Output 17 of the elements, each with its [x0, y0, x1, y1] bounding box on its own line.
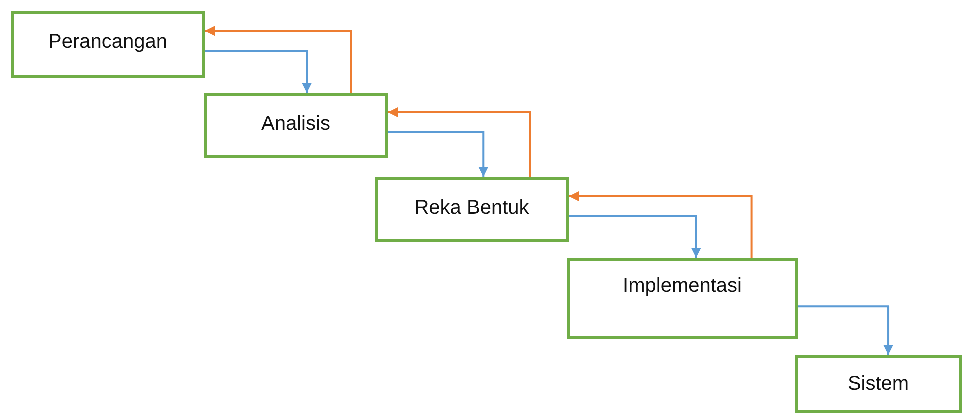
box-label: Sistem: [848, 373, 910, 396]
process-box: [795, 355, 962, 413]
box-label: Reka Bentuk: [414, 197, 530, 220]
process-box: [11, 11, 205, 78]
connector-arrow: [205, 26, 352, 93]
box-label: Perancangan: [48, 31, 168, 54]
connector-arrow: [569, 215, 702, 258]
box-label: Implementasi: [623, 275, 742, 298]
box-label: Analisis: [262, 113, 330, 136]
connector-arrow: [388, 131, 489, 177]
connector-arrow: [205, 50, 312, 93]
connector-arrow: [388, 108, 532, 177]
process-box: [375, 177, 569, 242]
process-box: [567, 258, 798, 339]
connector-arrow: [569, 192, 753, 258]
process-box: [204, 93, 388, 158]
connector-arrow: [798, 306, 894, 355]
